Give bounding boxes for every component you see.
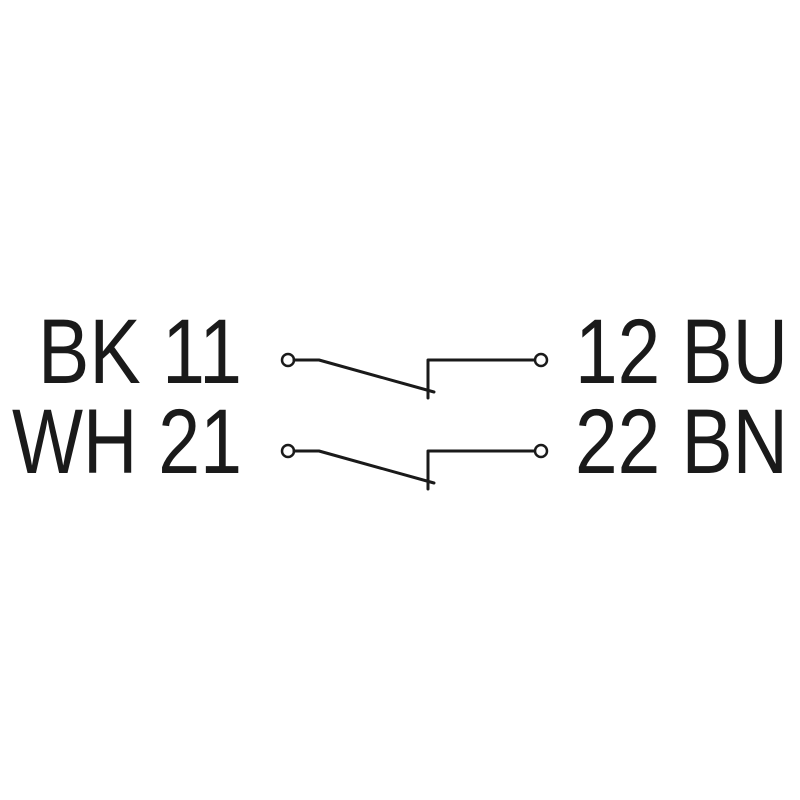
contact-2-left-terminal: [280, 443, 296, 459]
contact-2-moving-blade: [292, 449, 436, 485]
contact-2-right-terminal: [533, 443, 549, 459]
contact-2-fixed-contact: [426, 449, 537, 491]
contact-1-moving-blade: [292, 358, 436, 394]
contact-2: WH 21 22 BN: [12, 391, 788, 493]
contact-1-fixed-contact: [426, 358, 537, 400]
contact-1-right-label: 12 BU: [575, 301, 788, 403]
contact-2-right-label: 22 BN: [575, 391, 788, 493]
contact-1-left-terminal: [280, 352, 296, 368]
contact-2-left-label: WH 21: [12, 391, 242, 493]
contact-1-left-label: BK 11: [38, 301, 242, 403]
contact-1-right-terminal: [533, 352, 549, 368]
contact-1: BK 11 12 BU: [38, 301, 788, 403]
